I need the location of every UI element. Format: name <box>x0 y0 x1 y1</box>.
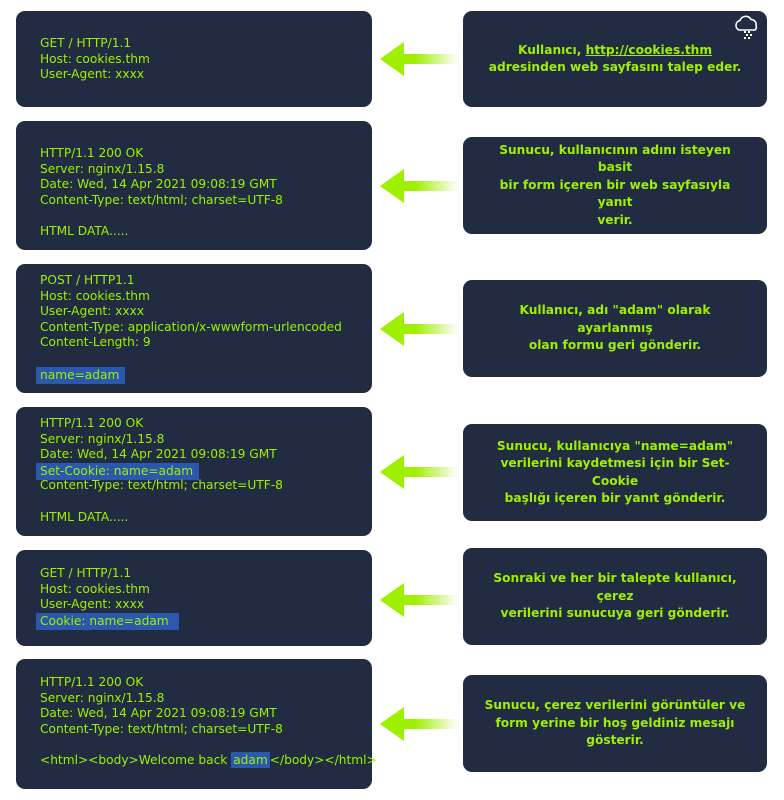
message-line: User-Agent: xxxx <box>40 597 145 612</box>
highlighted-body: name=adam <box>36 366 126 384</box>
message-line: GET / HTTP/1.1 <box>40 566 132 580</box>
arrow-left-icon <box>380 707 458 741</box>
message-line: HTTP/1.1 200 OK <box>40 416 144 430</box>
message-line: Date: Wed, 14 Apr 2021 09:08:19 GMT <box>40 177 277 192</box>
description-text: Sunucu, çerez verilerini görüntüler ve <box>484 698 746 713</box>
message-line: Content-Type: text/html; charset=UTF-8 <box>40 721 283 736</box>
message-line: Host: cookies.thm <box>40 288 150 303</box>
description-text: Kullanıcı, <box>517 42 586 57</box>
description-box-1: Kullanıcı, http://cookies.thm adresinden… <box>463 11 767 107</box>
message-line: Content-Type: application/x-wwwform-urle… <box>40 319 342 334</box>
set-cookie-header: Set-Cookie: name=adam <box>36 462 200 480</box>
message-line <box>40 737 372 753</box>
message-line: HTML DATA..... <box>40 223 129 238</box>
message-line: HTTP/1.1 200 OK <box>40 146 144 160</box>
description-text: olan formu geri gönderir. <box>528 338 702 353</box>
description-text: gösterir. <box>586 733 644 748</box>
description-text: Sonraki ve her bir talepte kullanıcı, çe… <box>493 571 737 603</box>
message-line: User-Agent: xxxx <box>40 304 145 319</box>
description-text: verilerini sunucuya geri gönderir. <box>500 606 730 621</box>
html-body-line: <html><body>Welcome back adam</body></ht… <box>40 751 377 768</box>
message-line <box>40 494 372 510</box>
highlighted-name: adam <box>231 751 270 768</box>
description-box-2: Sunucu, kullanıcının adını isteyen basit… <box>463 137 767 234</box>
description-text: başlığı içeren bir yanıt gönderir. <box>504 491 726 505</box>
description-text: verilerini kaydetmesi için bir Set-Cooki… <box>500 456 730 488</box>
description-box-5: Sonraki ve her bir talepte kullanıcı, çe… <box>463 548 767 645</box>
message-line: Content-Type: text/html; charset=UTF-8 <box>40 478 283 493</box>
message-box-5: GET / HTTP/1.1 Host: cookies.thm User-Ag… <box>16 550 372 646</box>
message-line: Host: cookies.thm <box>40 581 150 596</box>
description-text: Sunucu, kullanıcıya "name=adam" <box>496 438 734 453</box>
cloud-logo-icon <box>733 15 761 41</box>
message-box-1: GET / HTTP/1.1 Host: cookies.thm User-Ag… <box>16 11 372 107</box>
description-box-6: Sunucu, çerez verilerini görüntüler ve f… <box>463 675 767 772</box>
message-box-4: HTTP/1.1 200 OK Server: nginx/1.15.8 Dat… <box>16 407 372 536</box>
arrow-left-icon <box>380 455 458 489</box>
message-line: Content-Length: 9 <box>40 335 151 350</box>
description-text: Sunucu, kullanıcının adını isteyen basit <box>499 142 731 175</box>
message-line <box>40 351 372 367</box>
message-line: POST / HTTP1.1 <box>40 273 135 287</box>
arrow-left-icon <box>380 312 458 346</box>
message-line: Host: cookies.thm <box>40 51 150 66</box>
description-text: bir form içeren bir web sayfasıyla yanıt <box>499 177 731 210</box>
description-text: adresinden web sayfasını talep eder. <box>488 60 742 74</box>
arrow-left-icon <box>380 169 458 203</box>
message-box-3: POST / HTTP1.1 Host: cookies.thm User-Ag… <box>16 264 372 393</box>
description-text: verir. <box>597 212 633 227</box>
message-line <box>40 208 372 224</box>
message-box-2: HTTP/1.1 200 OK Server: nginx/1.15.8 Dat… <box>16 121 372 250</box>
message-line: Date: Wed, 14 Apr 2021 09:08:19 GMT <box>40 447 277 462</box>
arrow-left-icon <box>380 583 458 617</box>
message-line: Server: nginx/1.15.8 <box>40 161 165 176</box>
description-box-3: Kullanıcı, adı "adam" olarak ayarlanmış … <box>463 280 767 377</box>
cookie-header: Cookie: name=adam <box>36 612 179 630</box>
description-text: Kullanıcı, adı "adam" olarak ayarlanmış <box>519 303 711 335</box>
message-line: GET / HTTP/1.1 <box>40 36 132 50</box>
message-line: HTTP/1.1 200 OK <box>40 675 144 689</box>
message-box-6: HTTP/1.1 200 OK Server: nginx/1.15.8 Dat… <box>16 659 377 789</box>
message-line: Server: nginx/1.15.8 <box>40 431 165 446</box>
arrow-left-icon <box>380 42 458 76</box>
message-line: HTML DATA..... <box>40 509 129 524</box>
description-box-4: Sunucu, kullanıcıya "name=adam" verileri… <box>463 424 767 521</box>
message-line: User-Agent: xxxx <box>40 67 145 82</box>
cookies-link[interactable]: http://cookies.thm <box>585 42 713 57</box>
message-line: Server: nginx/1.15.8 <box>40 690 165 705</box>
description-text: form yerine bir hoş geldiniz mesajı <box>495 715 735 730</box>
message-line: Content-Type: text/html; charset=UTF-8 <box>40 192 283 207</box>
message-line: Date: Wed, 14 Apr 2021 09:08:19 GMT <box>40 706 277 721</box>
